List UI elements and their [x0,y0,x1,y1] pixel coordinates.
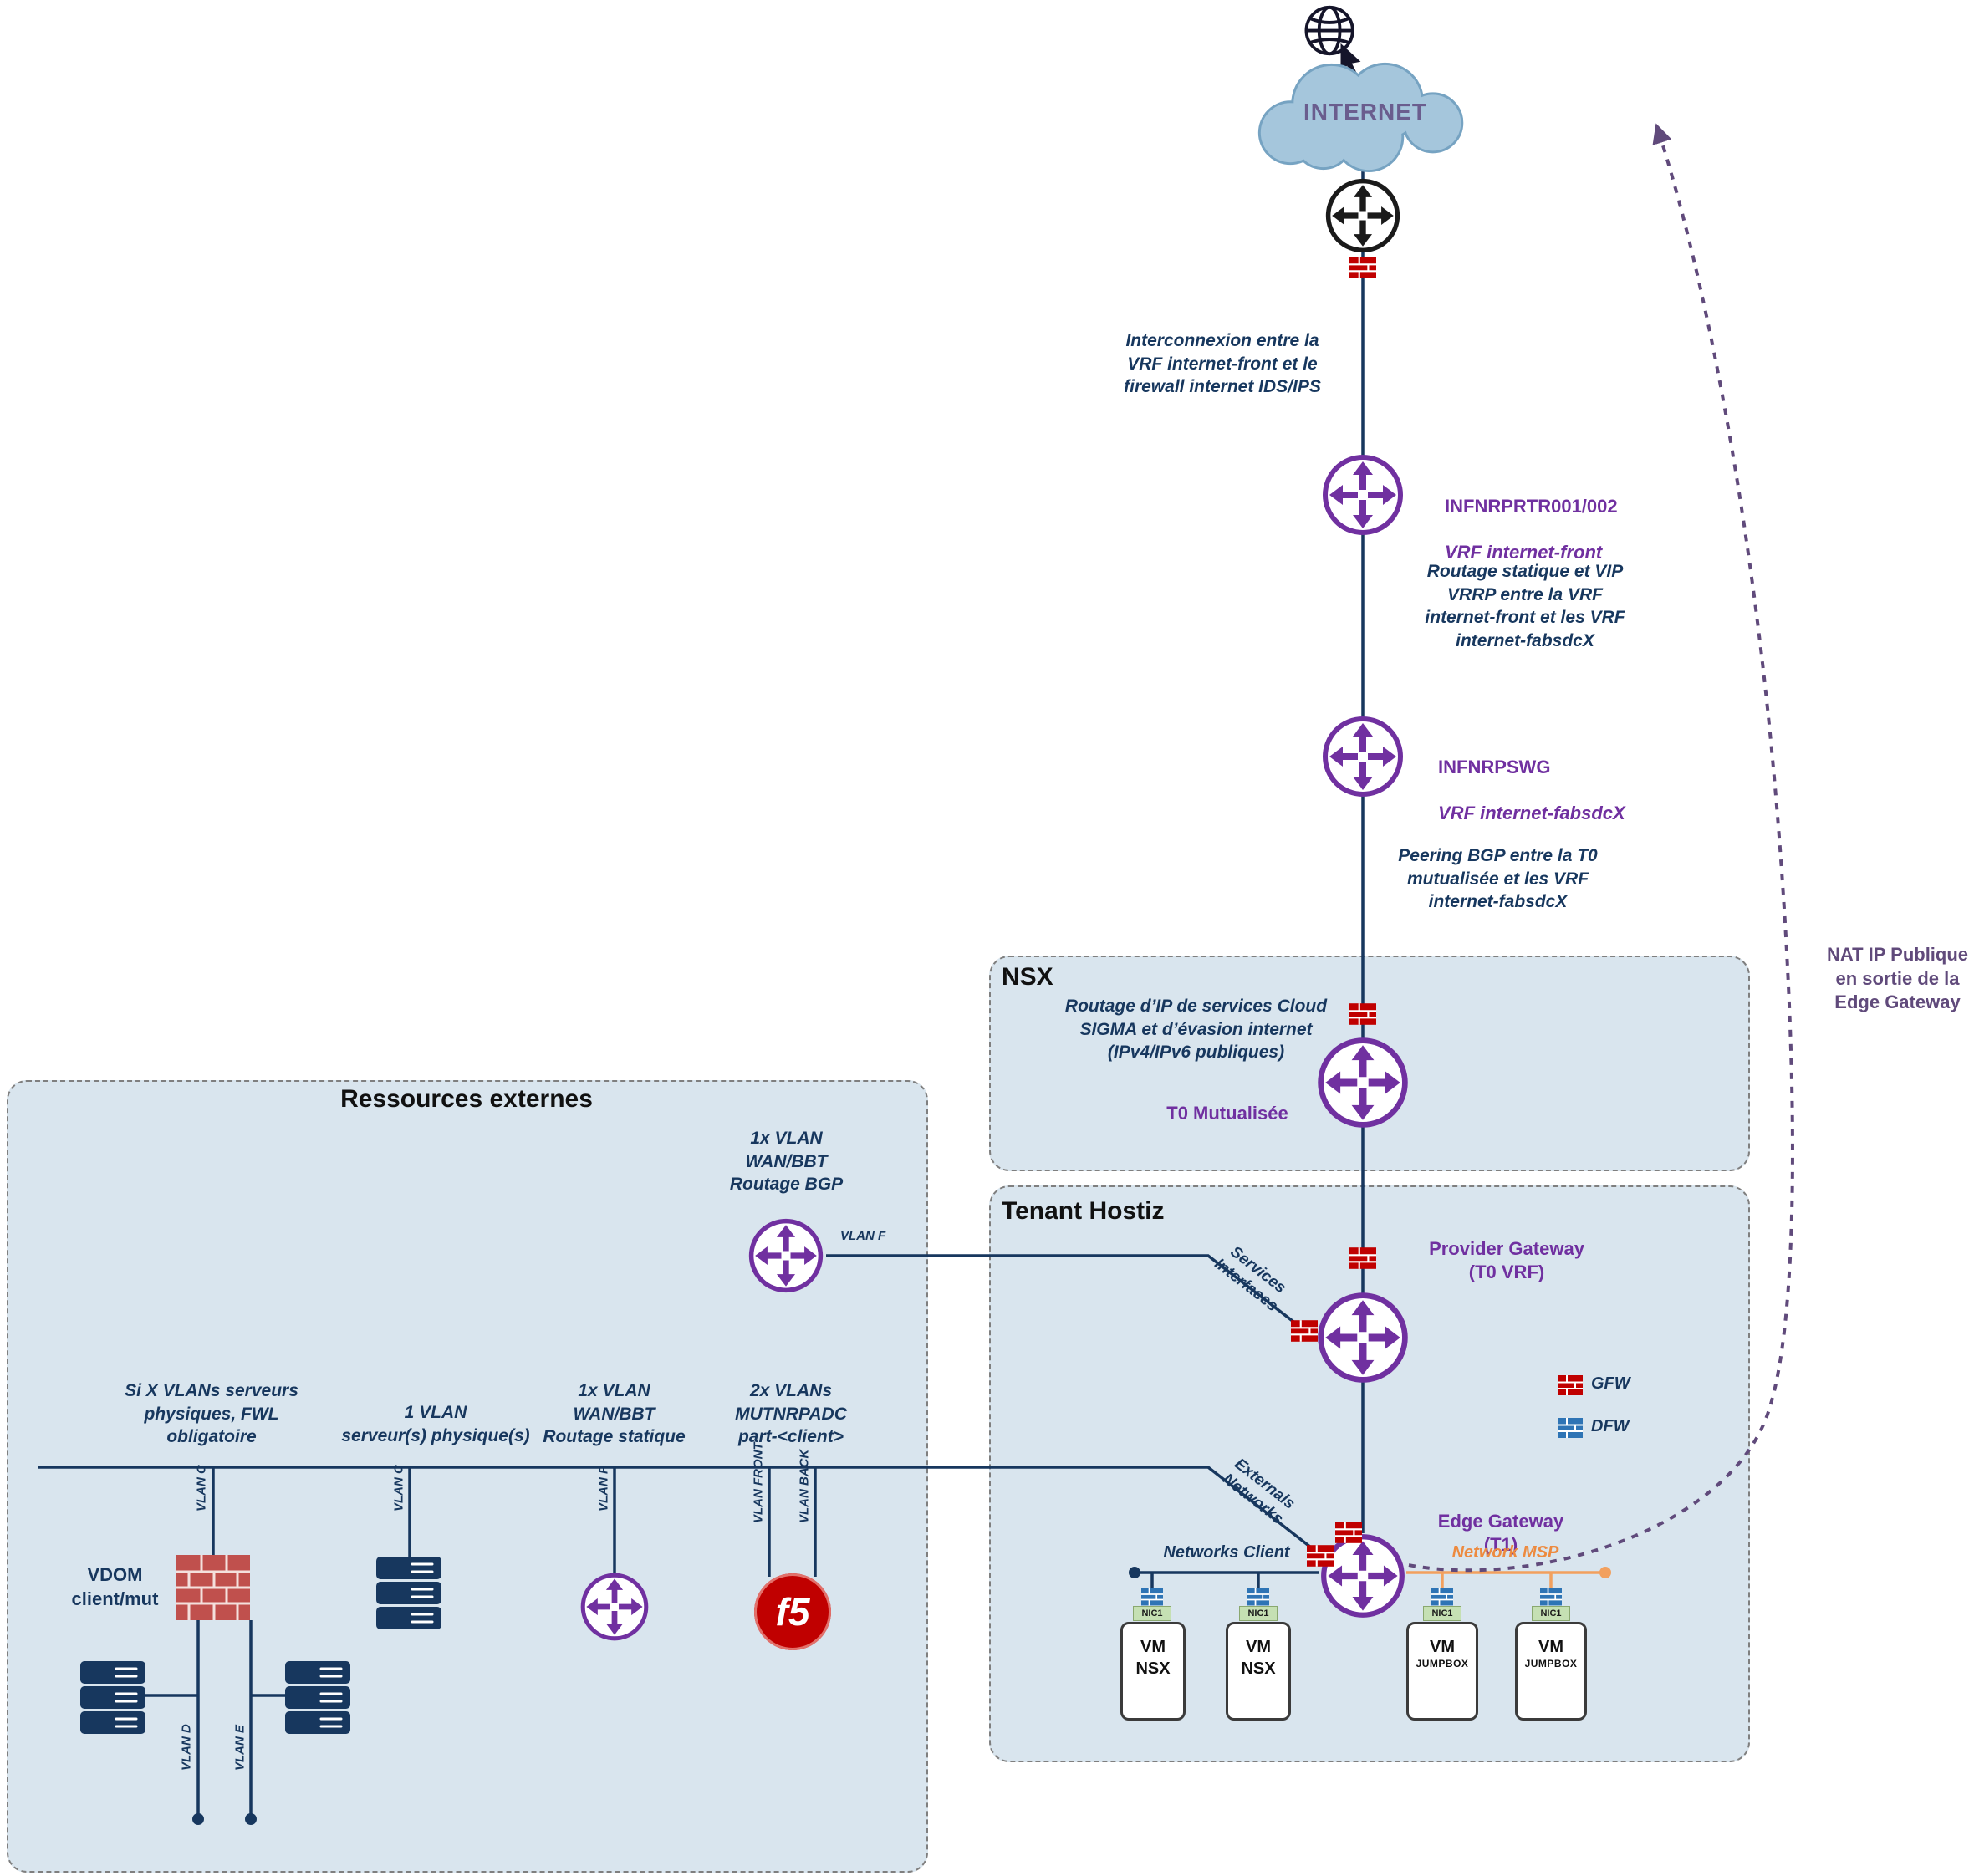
col1-annotation: Si X VLANs serveurs physiques, FWL oblig… [125,1381,298,1447]
internet-cloud [1257,62,1464,173]
peering-annotation: Peering BGP entre la T0 mutualisée et le… [1398,846,1598,912]
col4-annotation: 2x VLANs MUTNRPADC part-<client> [735,1381,847,1447]
server-icon [375,1555,442,1632]
internet-edge-router-icon [1324,177,1401,254]
dfw-brick-icon [1431,1588,1453,1606]
router-infnrpswg-icon [1321,715,1405,798]
router1-name: INFNRPRTR001/002 [1445,495,1618,517]
nic-label: NIC1 [1133,1606,1171,1621]
dfw-brick-icon [1247,1588,1269,1606]
tenant-zone-title: Tenant Hostiz [1002,1197,1165,1225]
network-msp-label: Network MSP [1451,1543,1559,1562]
router2-vrf: VRF internet-fabsdcX [1438,802,1625,823]
firewall-brick-icon [1335,1522,1362,1543]
router1-vrf: VRF internet-front [1445,541,1603,563]
vm-name: JUMPBOX [1416,1658,1469,1670]
internet-label: INTERNET [1303,99,1427,125]
router-infnrprtr-icon [1321,453,1405,537]
routage-annotation: Routage statique et VIP VRRP entre la VR… [1425,562,1625,651]
vm-nsx-box: VM NSX [1120,1622,1186,1721]
vm-jumpbox-box: VM JUMPBOX [1406,1622,1478,1721]
vm-label: VM [1538,1638,1563,1656]
nat-annotation: NAT IP Publique en sortie de la Edge Gat… [1826,944,1969,1013]
nic-label: NIC1 [1423,1606,1461,1621]
gfw-legend-icon [1558,1375,1583,1395]
vlan-f-bgp-label: VLAN F [840,1229,886,1243]
vdom-label: VDOM client/mut [71,1564,159,1609]
provider-gateway-router-icon [1316,1291,1410,1384]
vm-label: VM [1246,1638,1271,1656]
firewall-brick-icon [1307,1545,1334,1567]
provider-gateway-label: Provider Gateway (T0 VRF) [1429,1238,1584,1282]
bgp-router-icon [747,1217,824,1294]
gfw-legend-label: GFW [1591,1374,1630,1393]
ressources-zone [7,1080,928,1873]
firewall-brick-icon [1291,1320,1318,1342]
interco-annotation: Interconnexion entre la VRF internet-fro… [1124,331,1321,397]
nic-label: NIC1 [1532,1606,1570,1621]
ressources-zone-title: Ressources externes [340,1085,593,1113]
t0-label: T0 Mutualisée [1166,1103,1288,1124]
firewall-brick-icon [1349,1247,1376,1269]
firewall-brick-icon [1349,257,1376,278]
dfw-legend-label: DFW [1591,1417,1630,1435]
tenant-zone [989,1185,1750,1762]
vm-jumpbox-box: VM JUMPBOX [1515,1622,1587,1721]
col2-annotation: 1 VLAN serveur(s) physique(s) [341,1403,530,1445]
bgp-router-annotation: 1x VLAN WAN/BBT Routage BGP [729,1129,844,1195]
globe-icon [1304,5,1361,76]
nat-dashed-arrow [1380,123,1794,1573]
vm-label: VM [1430,1638,1455,1656]
router2-name: INFNRPSWG [1438,756,1551,777]
vm-name: NSX [1241,1659,1276,1678]
server-icon [79,1659,146,1736]
vm-name: NSX [1135,1659,1171,1678]
f5-load-balancer-icon: f5 [754,1573,831,1650]
col3-annotation: 1x VLAN WAN/BBT Routage statique [543,1381,686,1447]
vm-label: VM [1140,1638,1166,1656]
nsx-routing-annotation: Routage d’IP de services Cloud SIGMA et … [1064,997,1328,1063]
dfw-brick-icon [1141,1588,1163,1606]
edge-gateway-label: Edge Gateway (T1) [1437,1511,1564,1555]
networks-client-label: Networks Client [1163,1543,1290,1562]
nic-label: NIC1 [1239,1606,1278,1621]
firewall-brick-icon [1349,1003,1376,1025]
vm-nsx-box: VM NSX [1226,1622,1291,1721]
static-router-icon [579,1572,650,1642]
dfw-brick-icon [1540,1588,1562,1606]
server-icon [284,1659,351,1736]
vdom-firewall-icon [176,1555,250,1620]
vm-name: JUMPBOX [1524,1658,1578,1670]
dfw-legend-icon [1558,1418,1583,1438]
nsx-zone-title: NSX [1002,963,1053,991]
